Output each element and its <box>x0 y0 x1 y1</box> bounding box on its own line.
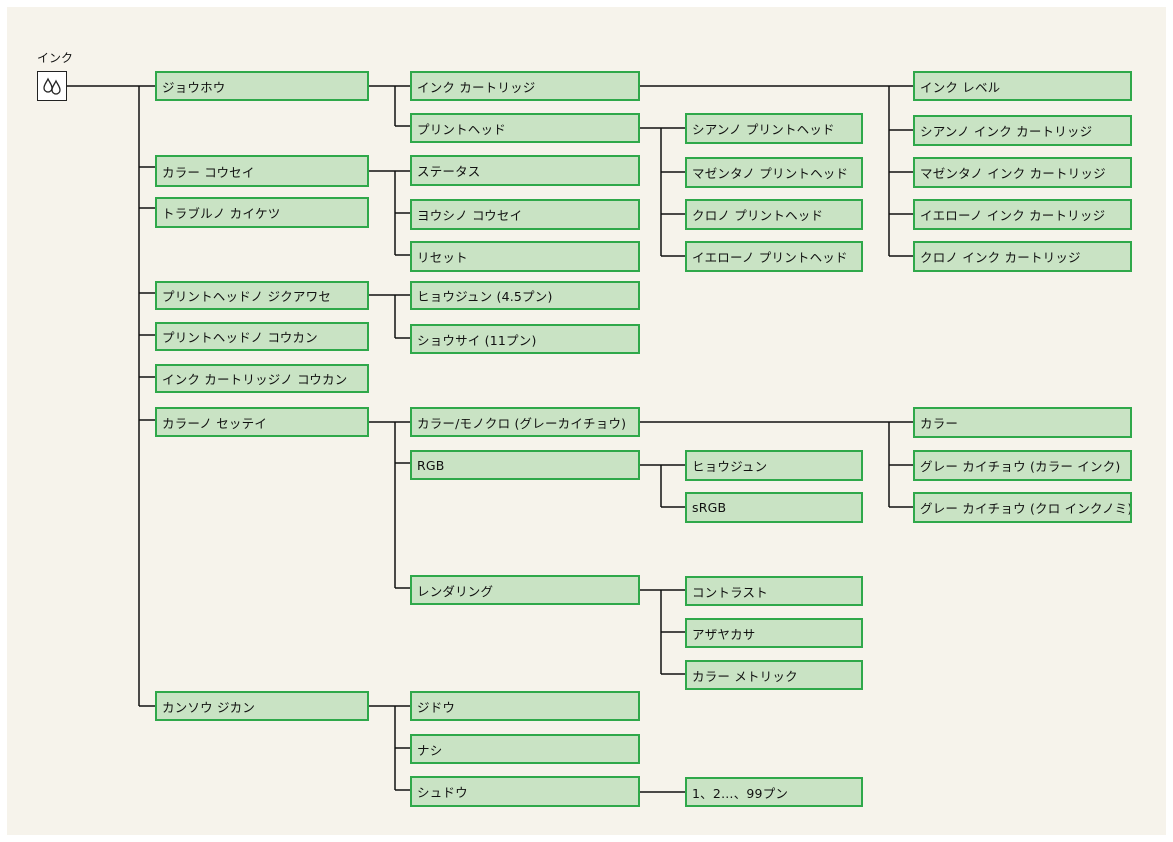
node-cartridge-replace[interactable]: インク カートリッジノ コウカン <box>155 364 369 393</box>
node-srgb[interactable]: sRGB <box>685 492 863 523</box>
node-none[interactable]: ナシ <box>410 734 640 764</box>
node-manual-range[interactable]: 1、2…、99プン <box>685 777 863 807</box>
node-ink-level[interactable]: インク レベル <box>913 71 1132 101</box>
node-cyan-ink-cartridge[interactable]: シアンノ インク カートリッジ <box>913 115 1132 146</box>
node-standard[interactable]: ヒョウジュン (4.5プン) <box>410 281 640 310</box>
node-black-ink-cartridge[interactable]: クロノ インク カートリッジ <box>913 241 1132 272</box>
node-color-settings[interactable]: カラーノ セッテイ <box>155 407 369 437</box>
node-reset[interactable]: リセット <box>410 241 640 272</box>
node-rgb[interactable]: RGB <box>410 450 640 480</box>
node-color[interactable]: カラー <box>913 407 1132 438</box>
node-gray-color-ink[interactable]: グレー カイチョウ (カラー インク) <box>913 450 1132 481</box>
node-printhead-replace[interactable]: プリントヘッドノ コウカン <box>155 322 369 351</box>
node-saturation[interactable]: アザヤカサ <box>685 618 863 648</box>
node-trouble[interactable]: トラブルノ カイケツ <box>155 197 369 228</box>
node-black-printhead[interactable]: クロノ プリントヘッド <box>685 199 863 230</box>
node-contrast[interactable]: コントラスト <box>685 576 863 606</box>
node-minimum[interactable]: ショウサイ (11プン) <box>410 324 640 354</box>
node-color-mono[interactable]: カラー/モノクロ (グレーカイチョウ) <box>410 407 640 437</box>
node-drying-time[interactable]: カンソウ ジカン <box>155 691 369 721</box>
node-rgb-standard[interactable]: ヒョウジュン <box>685 450 863 481</box>
node-status[interactable]: ステータス <box>410 155 640 186</box>
root-label: インク <box>37 51 74 65</box>
node-johou[interactable]: ジョウホウ <box>155 71 369 101</box>
node-yellow-printhead[interactable]: イエローノ プリントヘッド <box>685 241 863 272</box>
node-colorimetric[interactable]: カラー メトリック <box>685 660 863 690</box>
node-yellow-ink-cartridge[interactable]: イエローノ インク カートリッジ <box>913 199 1132 230</box>
node-printhead[interactable]: プリントヘッド <box>410 113 640 143</box>
node-magenta-printhead[interactable]: マゼンタノ プリントヘッド <box>685 157 863 188</box>
node-printhead-align[interactable]: プリントヘッドノ ジクアワセ <box>155 281 369 310</box>
node-manual[interactable]: シュドウ <box>410 776 640 807</box>
node-cyan-printhead[interactable]: シアンノ プリントヘッド <box>685 113 863 144</box>
node-youshino-kousei[interactable]: ヨウシノ コウセイ <box>410 199 640 230</box>
ink-drops-glyph <box>43 77 61 95</box>
ink-drops-icon[interactable] <box>37 71 67 101</box>
node-color-kousei[interactable]: カラー コウセイ <box>155 155 369 187</box>
node-gray-black-ink[interactable]: グレー カイチョウ (クロ インクノミ) <box>913 492 1132 523</box>
node-ink-cartridge[interactable]: インク カートリッジ <box>410 71 640 101</box>
node-magenta-ink-cartridge[interactable]: マゼンタノ インク カートリッジ <box>913 157 1132 188</box>
node-rendering[interactable]: レンダリング <box>410 575 640 605</box>
node-auto[interactable]: ジドウ <box>410 691 640 721</box>
